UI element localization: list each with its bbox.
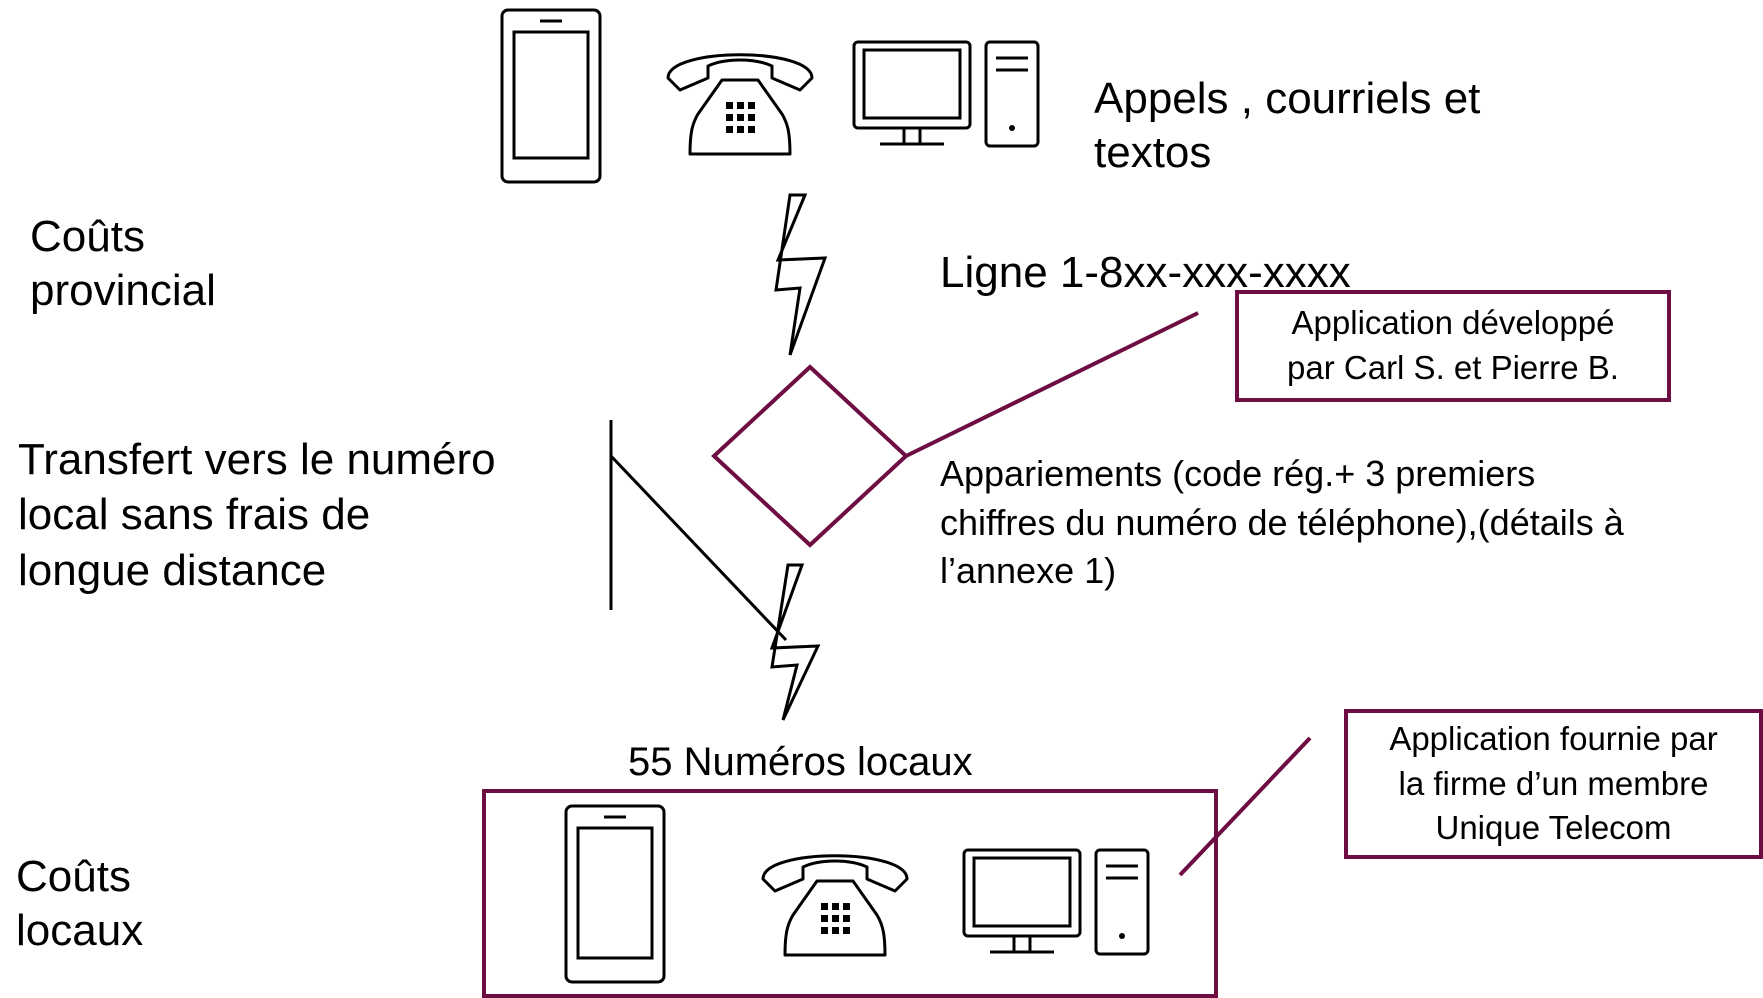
mobile-icon xyxy=(564,804,666,984)
local-numbers-label: 55 Numéros locaux xyxy=(628,740,973,784)
cost-provincial-label: Coûts provincial xyxy=(30,212,216,316)
desktop-computer-icon xyxy=(962,848,1150,956)
transfer-label: Transfert vers le numéro local sans frai… xyxy=(18,435,496,595)
telephone-icon xyxy=(761,854,909,957)
transfer-connector xyxy=(609,454,788,642)
telephone-icon xyxy=(666,53,814,156)
callout-provider-text: Application fournie par la firme d’un me… xyxy=(1389,720,1718,847)
callout-provider-box: Application fournie par la firme d’un me… xyxy=(1344,709,1763,859)
callout-connector-dev xyxy=(905,311,1199,458)
callout-dev-text: Application développé par Carl S. et Pie… xyxy=(1287,304,1619,386)
line-number-label: Ligne 1-8xx-xxx-xxxx xyxy=(940,248,1351,297)
mobile-icon xyxy=(500,8,602,184)
lightning-icon xyxy=(774,193,828,356)
pairings-label: Appariements (code rég.+ 3 premiers chif… xyxy=(940,453,1624,592)
lightning-icon xyxy=(769,563,821,721)
calls-label: Appels , courriels et textos xyxy=(1094,74,1481,178)
desktop-computer-icon xyxy=(852,40,1040,148)
cost-local-label: Coûts locaux xyxy=(16,852,144,956)
callout-connector-provider xyxy=(1178,736,1312,877)
decision-diamond xyxy=(711,364,909,548)
local-devices-box xyxy=(482,789,1218,998)
callout-dev-box: Application développé par Carl S. et Pie… xyxy=(1235,290,1671,402)
